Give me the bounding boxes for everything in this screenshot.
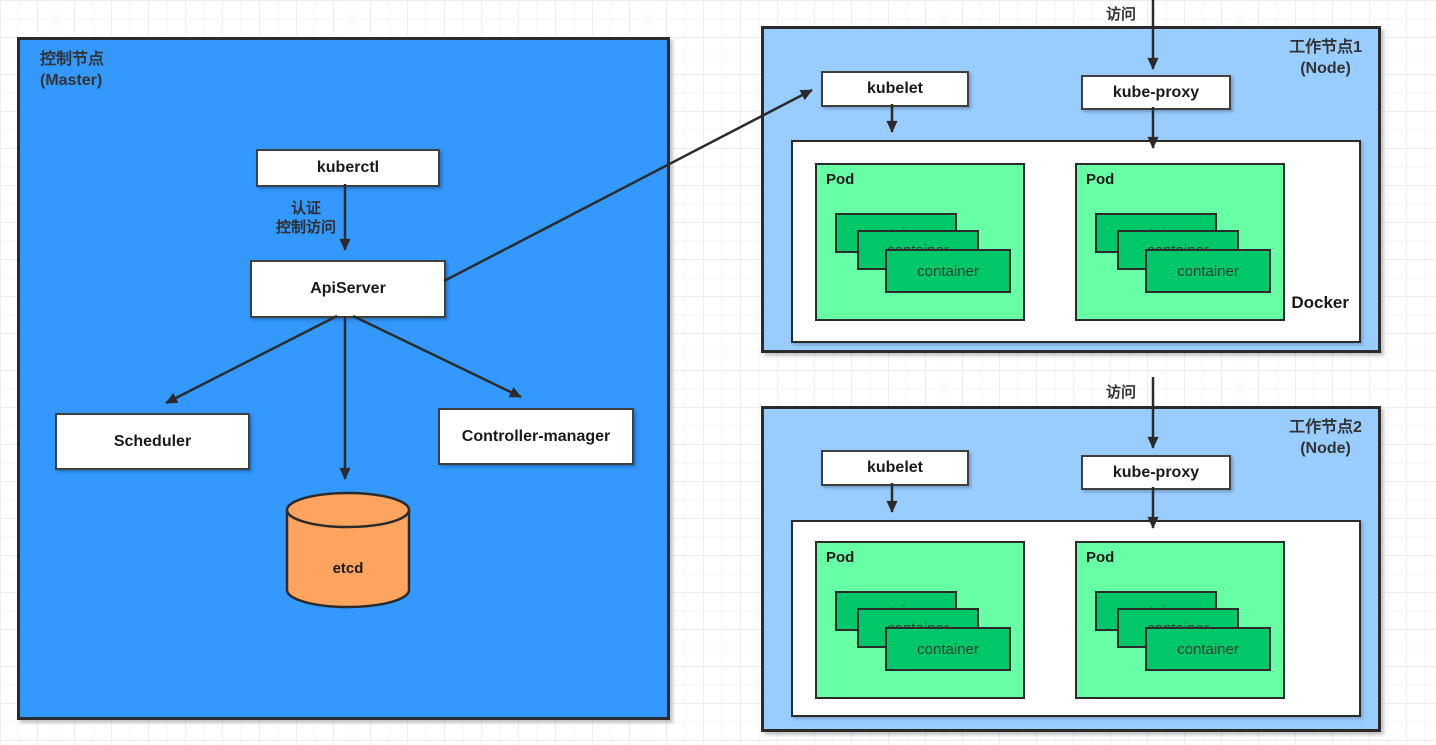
kuberctl-box: kuberctl: [256, 149, 440, 187]
node1-pod-2: Pod container container container: [1075, 163, 1285, 321]
node1-docker-label: Docker: [1291, 293, 1349, 312]
container-label: container: [917, 640, 979, 658]
node1-kube-proxy-box: kube-proxy: [1081, 75, 1231, 110]
scheduler-box: Scheduler: [55, 413, 250, 470]
node1-box: 工作节点1 (Node) kubelet kube-proxy Pod cont…: [761, 26, 1381, 353]
container-box: container: [1145, 249, 1271, 293]
auth-label-line2: 控制访问: [275, 218, 336, 236]
node1-visit-label: 访问: [1105, 6, 1136, 23]
node2-kubelet-label: kubelet: [866, 459, 923, 476]
apiserver-label: ApiServer: [310, 280, 386, 297]
node2-kubelet-box: kubelet: [821, 450, 969, 486]
etcd-cylinder-shape: [285, 491, 411, 609]
master-title: 控制节点 (Master): [40, 50, 104, 92]
pod-label: Pod: [826, 171, 855, 188]
container-label: container: [1177, 640, 1239, 658]
node1-kubelet-label: kubelet: [866, 80, 923, 97]
master-title-line2: (Master): [40, 71, 103, 89]
node2-kube-proxy-label: kube-proxy: [1112, 463, 1200, 481]
master-title-line1: 控制节点: [40, 51, 105, 68]
container-label: container: [1177, 262, 1239, 280]
node2-pod-2: Pod container container container: [1075, 541, 1285, 699]
scheduler-label: Scheduler: [113, 432, 192, 450]
kuberctl-label: kuberctl: [316, 159, 380, 176]
node2-box: 工作节点2 (Node) kubelet kube-proxy Pod cont…: [761, 406, 1381, 732]
auth-label-line1: 认证: [290, 200, 321, 217]
node1-pod-1: Pod container container container: [815, 163, 1025, 321]
pod-label: Pod: [1086, 549, 1115, 566]
node2-docker-box: Pod container container container Pod co…: [791, 520, 1361, 717]
pod-label: Pod: [826, 549, 855, 566]
container-box: container: [885, 627, 1011, 671]
container-label: container: [917, 262, 979, 280]
node2-title: 工作节点2 (Node): [1289, 418, 1362, 460]
node1-title-line2: (Node): [1300, 59, 1351, 77]
etcd-cylinder: etcd: [285, 490, 411, 610]
node1-title: 工作节点1 (Node): [1289, 38, 1362, 80]
controller-manager-label: Controller-manager: [461, 427, 611, 445]
etcd-label: etcd: [332, 560, 364, 577]
master-box: 控制节点 (Master) kuberctl 认证 控制访问 ApiServer…: [17, 37, 670, 720]
node1-kube-proxy-label: kube-proxy: [1112, 83, 1200, 101]
node1-docker-box: Pod container container container Pod co…: [791, 140, 1361, 343]
node1-kubelet-box: kubelet: [821, 71, 969, 107]
apiserver-box: ApiServer: [250, 260, 446, 318]
container-box: container: [885, 249, 1011, 293]
node2-title-line2: (Node): [1300, 439, 1351, 457]
node2-title-line1: 工作节点2: [1289, 419, 1362, 436]
container-box: container: [1145, 627, 1271, 671]
node2-kube-proxy-box: kube-proxy: [1081, 455, 1231, 490]
auth-label: 认证 控制访问: [265, 200, 347, 238]
node2-visit-label: 访问: [1105, 384, 1136, 401]
controller-manager-box: Controller-manager: [438, 408, 634, 465]
node1-title-line1: 工作节点1: [1289, 39, 1362, 56]
pod-label: Pod: [1086, 171, 1115, 188]
node2-pod-1: Pod container container container: [815, 541, 1025, 699]
